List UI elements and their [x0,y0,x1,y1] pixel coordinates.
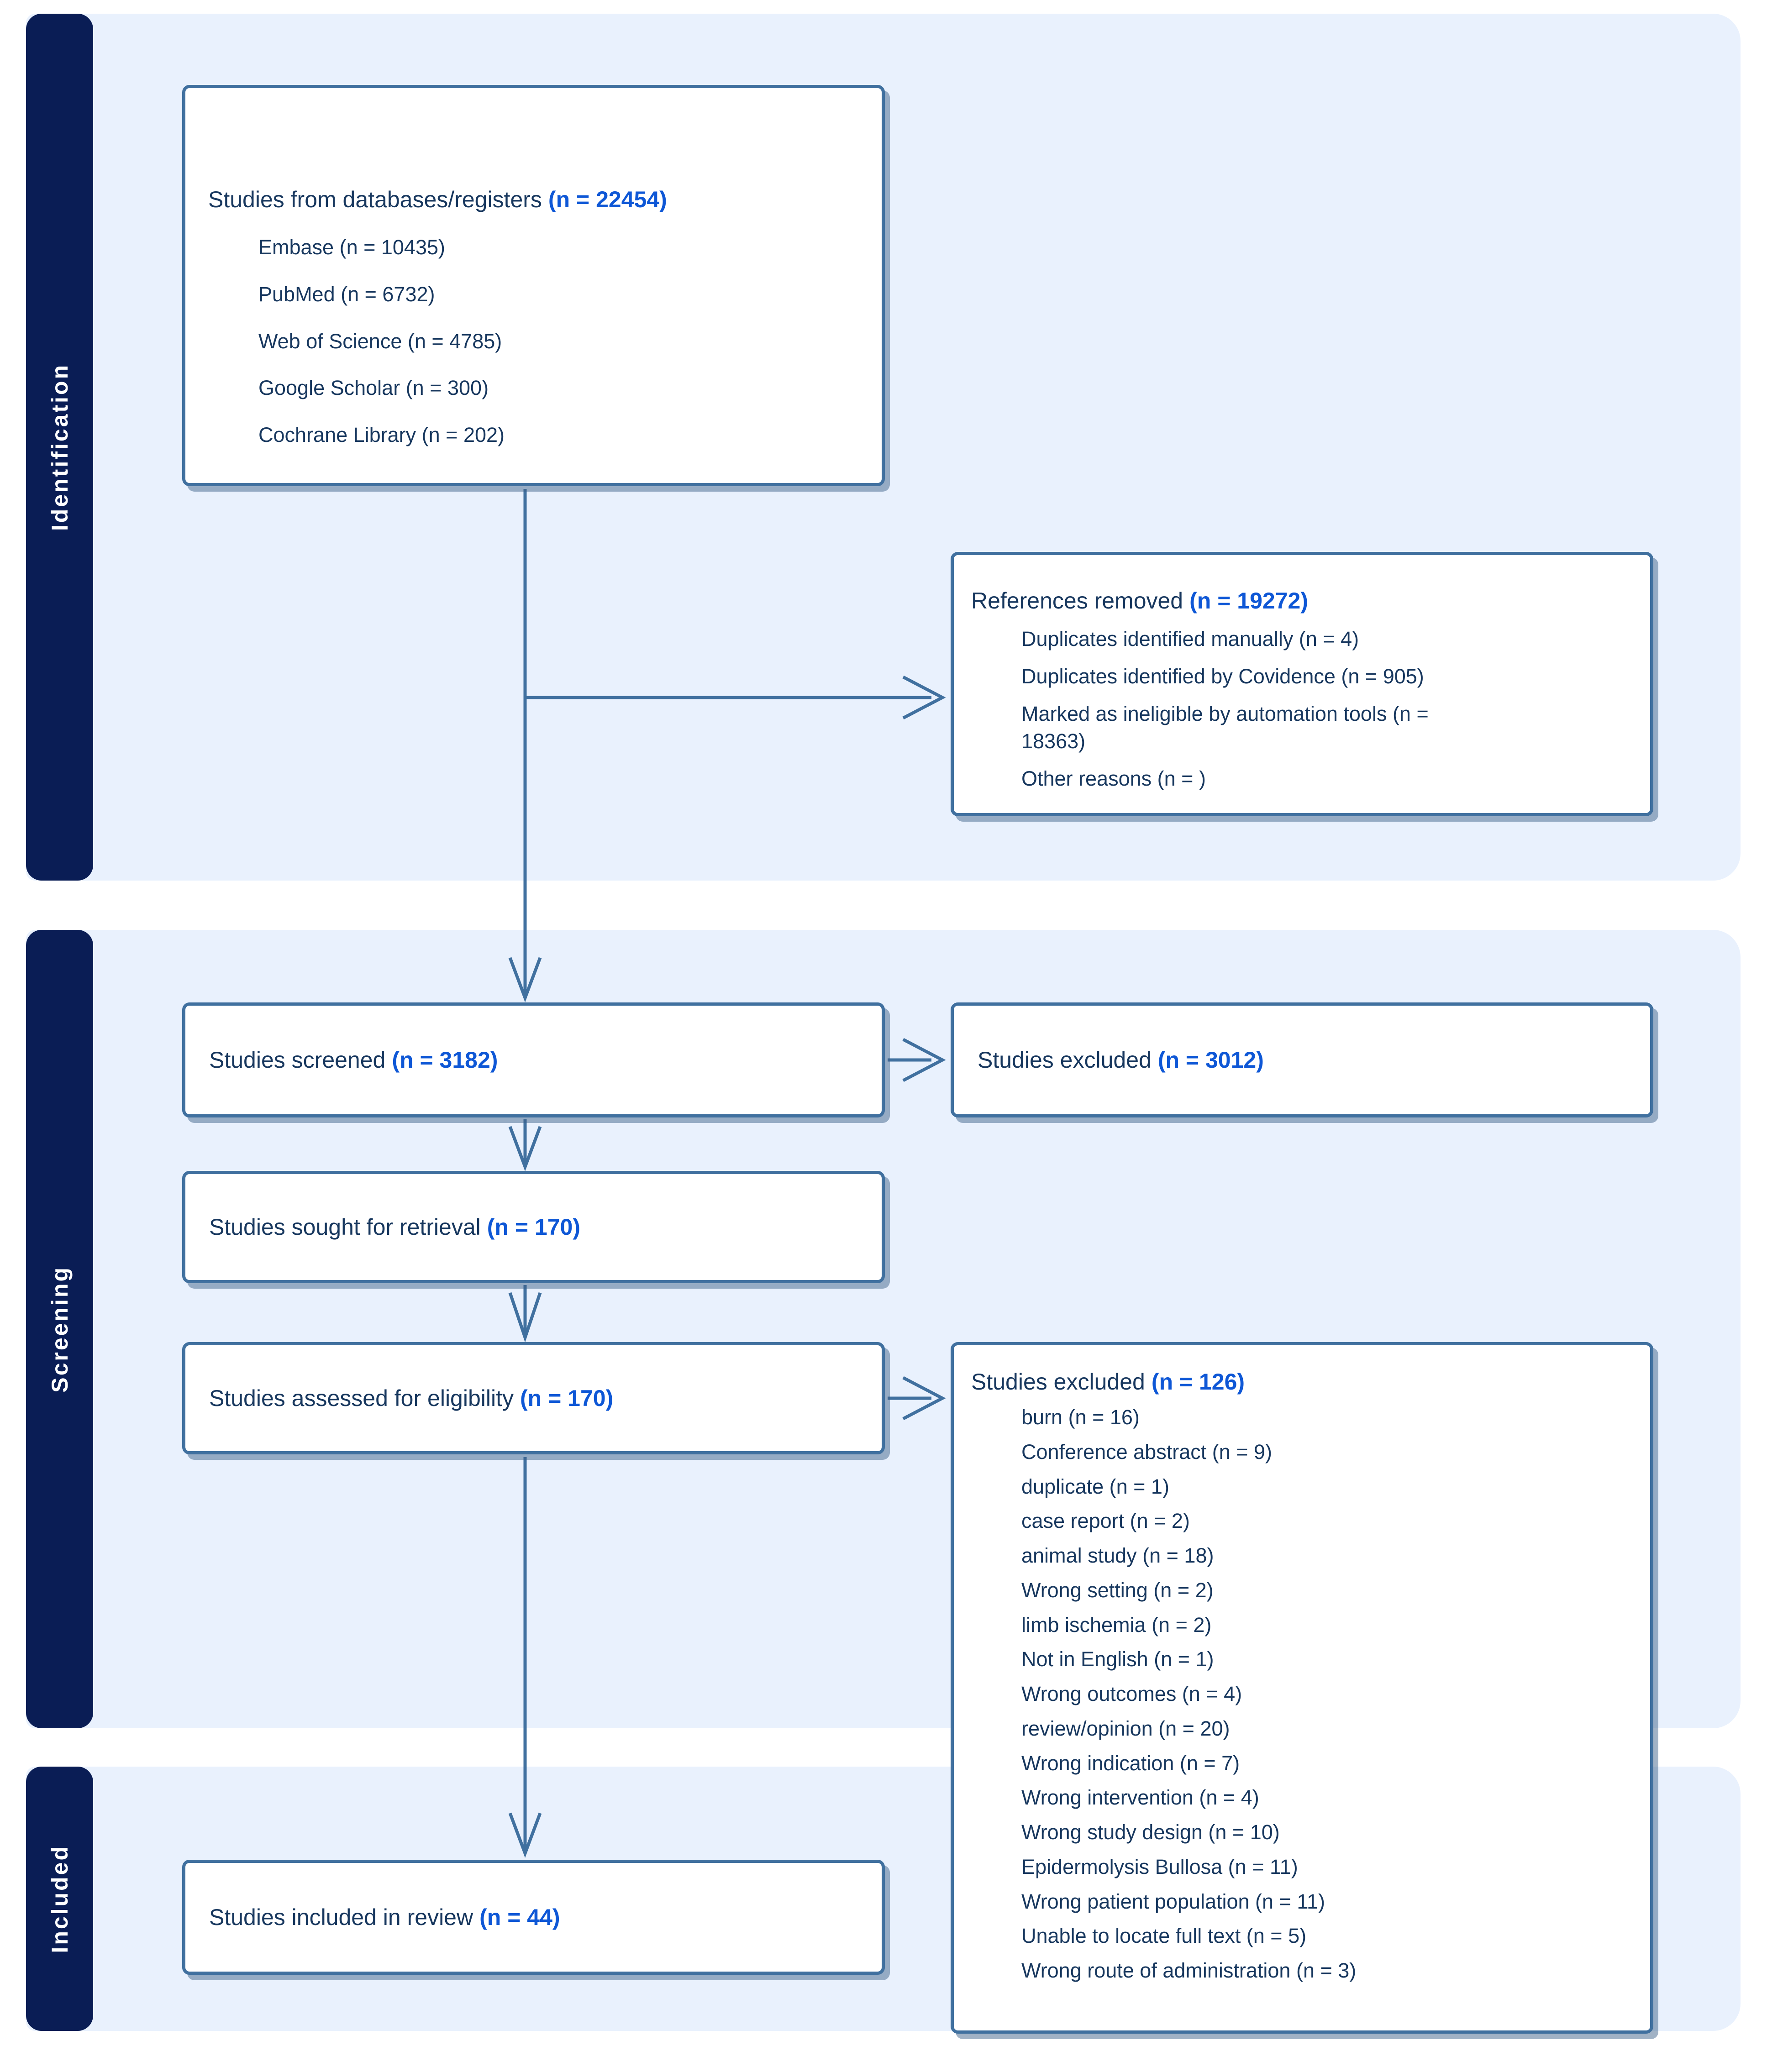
list-item: limb ischemia (n = 2) [1021,1613,1212,1637]
box-label: Studies screened [209,1047,386,1073]
list-item: Marked as ineligible by automation tools… [1021,702,1429,753]
removal-reason-list: Duplicates identified manually (n = 4) Du… [971,616,1478,793]
box-label: Studies included in review [209,1904,473,1930]
list-item: Epidermolysis Bullosa (n = 11) [1021,1855,1298,1878]
box-title: Studies screened(n = 3182) [209,1045,868,1075]
stage-label-screening: Screening [47,1265,73,1393]
box-count: (n = 3182) [392,1047,498,1073]
stage-label-included: Included [47,1844,73,1953]
box-label: Studies from databases/registers [208,187,542,212]
list-item: case report (n = 2) [1021,1509,1190,1533]
box-title: References removed(n = 19272) [971,586,1478,616]
list-item: Wrong intervention (n = 4) [1021,1786,1259,1810]
list-item: Unable to locate full text (n = 5) [1021,1924,1307,1948]
exclusion-reason-list: burn (n = 16) Conference abstract (n = 9)… [971,1397,1632,1985]
stage-label-identification: Identification [47,363,73,531]
box-count: (n = 3012) [1157,1047,1264,1073]
list-item: Wrong outcomes (n = 4) [1021,1682,1242,1705]
box-title: Studies excluded(n = 3012) [978,1045,1636,1075]
box-label: Studies excluded [971,1369,1145,1395]
list-item: Duplicates identified manually (n = 4) [1021,627,1359,650]
box-count: (n = 19272) [1189,588,1308,614]
box-studies-from-databases: Studies from databases/registers(n = 224… [182,85,885,486]
box-studies-assessed-for-eligibility: Studies assessed for eligibility(n = 170… [182,1342,885,1454]
box-studies-included-in-review: Studies included in review(n = 44) [182,1860,885,1975]
list-item: Google Scholar (n = 300) [258,376,489,400]
box-count: (n = 22454) [548,187,667,212]
list-item: review/opinion (n = 20) [1021,1716,1230,1740]
sidebar-stage-identification: Identification [26,14,93,881]
box-label: References removed [971,588,1183,614]
list-item: Conference abstract (n = 9) [1021,1440,1273,1464]
list-item: animal study (n = 18) [1021,1544,1214,1567]
list-item: Wrong indication (n = 7) [1021,1751,1240,1775]
box-references-removed: References removed(n = 19272) Duplicates… [951,552,1653,816]
list-item: Wrong study design (n = 10) [1021,1820,1280,1844]
list-item: Duplicates identified by Covidence (n = … [1021,664,1424,688]
list-item: Not in English (n = 1) [1021,1647,1214,1671]
box-title: Studies from databases/registers(n = 224… [208,185,868,215]
box-count: (n = 170) [520,1385,614,1411]
box-title: Studies excluded(n = 126) [971,1367,1632,1397]
list-item: Wrong route of administration (n = 3) [1021,1959,1357,1982]
box-title: Studies sought for retrieval(n = 170) [209,1212,868,1242]
box-count: (n = 126) [1151,1369,1245,1395]
sidebar-stage-included: Included [26,1767,93,2031]
list-item: Embase (n = 10435) [258,236,445,259]
box-count: (n = 170) [487,1214,581,1240]
box-label: Studies sought for retrieval [209,1214,481,1240]
list-item: duplicate (n = 1) [1021,1474,1169,1498]
box-label: Studies assessed for eligibility [209,1385,514,1411]
box-studies-sought-for-retrieval: Studies sought for retrieval(n = 170) [182,1171,885,1283]
box-studies-screened: Studies screened(n = 3182) [182,1002,885,1117]
list-item: Cochrane Library (n = 202) [258,423,505,446]
list-item: burn (n = 16) [1021,1406,1140,1429]
box-title: Studies included in review(n = 44) [209,1903,868,1932]
sidebar-stage-screening: Screening [26,930,93,1728]
box-studies-excluded-eligibility: Studies excluded(n = 126) burn (n = 16) C… [951,1342,1653,2034]
box-count: (n = 44) [479,1904,560,1930]
list-item: Web of Science (n = 4785) [258,329,502,353]
box-studies-excluded-screening: Studies excluded(n = 3012) [951,1002,1653,1117]
database-source-list: Embase (n = 10435) PubMed (n = 6732) Web o… [208,215,868,449]
box-title: Studies assessed for eligibility(n = 170… [209,1384,868,1413]
list-item: Wrong setting (n = 2) [1021,1578,1214,1602]
box-label: Studies excluded [978,1047,1152,1073]
list-item: Other reasons (n = ) [1021,767,1206,790]
list-item: PubMed (n = 6732) [258,282,435,306]
list-item: Wrong patient population (n = 11) [1021,1889,1325,1913]
